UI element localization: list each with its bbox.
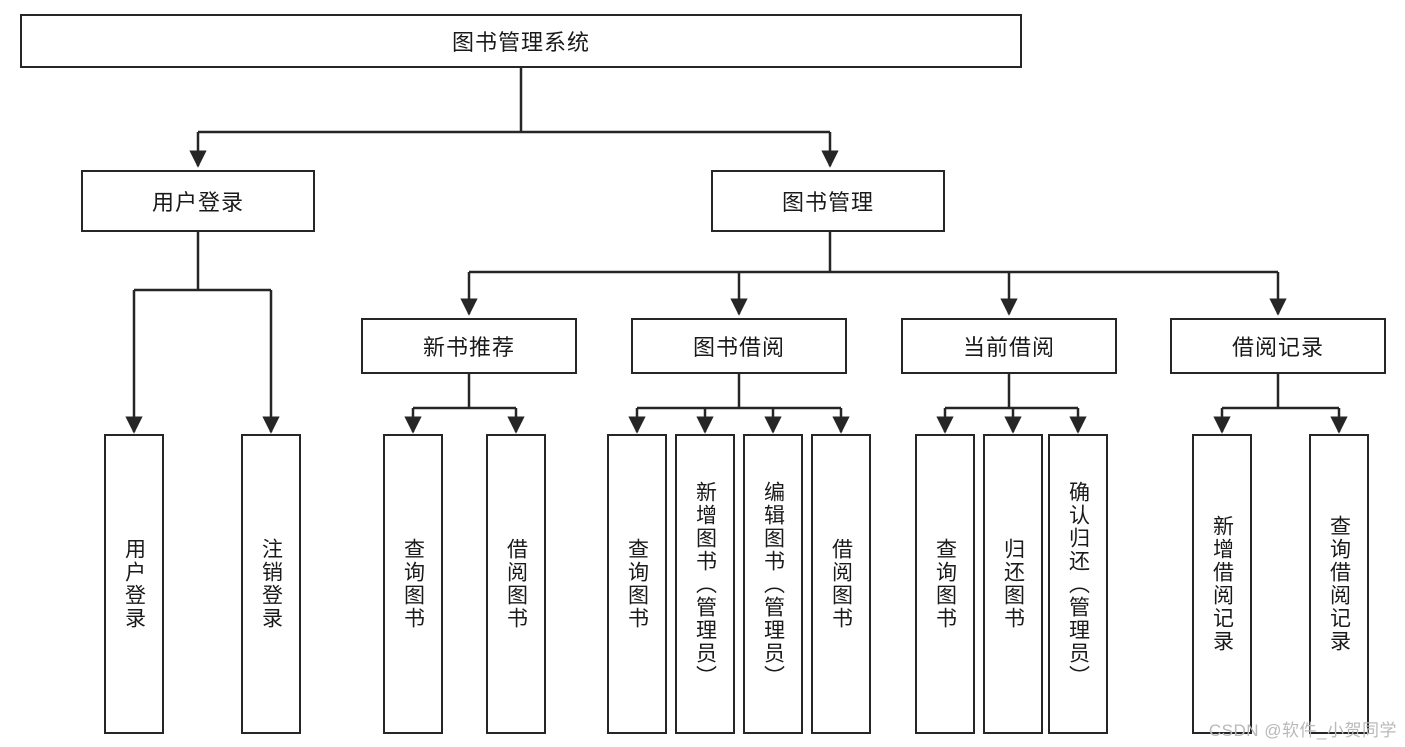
node-current-borrow-label: 当前借阅: [962, 335, 1055, 360]
node-leaf-logout[interactable]: 注销登录: [241, 434, 301, 734]
node-book-manage-label: 图书管理: [781, 190, 874, 215]
node-leaf-return-book[interactable]: 归还图书: [983, 434, 1043, 734]
node-borrow-record[interactable]: 借阅记录: [1170, 318, 1386, 374]
node-borrow-record-label: 借阅记录: [1231, 335, 1324, 360]
node-leaf-confirm-return[interactable]: 确认归还（管理员）: [1048, 434, 1108, 734]
node-book-borrow[interactable]: 图书借阅: [631, 318, 847, 374]
node-root-label: 图书管理系统: [451, 30, 590, 55]
node-new-book-rec[interactable]: 新书推荐: [361, 318, 577, 374]
node-leaf-add-book[interactable]: 新增图书（管理员）: [675, 434, 735, 734]
node-leaf-borrow-book-rec[interactable]: 借阅图书: [486, 434, 546, 734]
node-leaf-user-login-label: 用户登录: [122, 538, 146, 630]
node-book-manage[interactable]: 图书管理: [711, 170, 945, 232]
node-leaf-user-login[interactable]: 用户登录: [104, 434, 164, 734]
node-leaf-return-book-label: 归还图书: [1001, 538, 1025, 630]
node-leaf-query-book-rec[interactable]: 查询图书: [383, 434, 443, 734]
node-current-borrow[interactable]: 当前借阅: [901, 318, 1117, 374]
node-leaf-borrow-book-rec-label: 借阅图书: [504, 538, 528, 630]
node-new-book-rec-label: 新书推荐: [422, 335, 515, 360]
node-leaf-borrow-book-label: 借阅图书: [829, 538, 853, 630]
node-leaf-query-book-borrow[interactable]: 查询图书: [607, 434, 667, 734]
node-leaf-confirm-return-label: 确认归还（管理员）: [1066, 480, 1090, 688]
node-leaf-query-book-rec-label: 查询图书: [401, 538, 425, 630]
watermark-text: CSDN @软件_小贺同学: [1208, 721, 1397, 740]
node-root[interactable]: 图书管理系统: [20, 14, 1022, 68]
node-leaf-edit-book-label: 编辑图书（管理员）: [761, 480, 785, 688]
node-leaf-logout-label: 注销登录: [259, 538, 283, 630]
node-user-login-label: 用户登录: [151, 190, 244, 215]
node-leaf-query-record-label: 查询借阅记录: [1327, 515, 1351, 653]
node-leaf-query-book-cur-label: 查询图书: [933, 538, 957, 630]
node-user-login[interactable]: 用户登录: [81, 170, 315, 232]
node-leaf-add-book-label: 新增图书（管理员）: [693, 480, 717, 688]
node-leaf-borrow-book[interactable]: 借阅图书: [811, 434, 871, 734]
node-leaf-query-book-borrow-label: 查询图书: [625, 538, 649, 630]
node-leaf-query-record[interactable]: 查询借阅记录: [1309, 434, 1369, 734]
node-leaf-add-record-label: 新增借阅记录: [1210, 515, 1234, 653]
node-leaf-add-record[interactable]: 新增借阅记录: [1192, 434, 1252, 734]
node-leaf-edit-book[interactable]: 编辑图书（管理员）: [743, 434, 803, 734]
node-book-borrow-label: 图书借阅: [692, 335, 785, 360]
node-leaf-query-book-cur[interactable]: 查询图书: [915, 434, 975, 734]
